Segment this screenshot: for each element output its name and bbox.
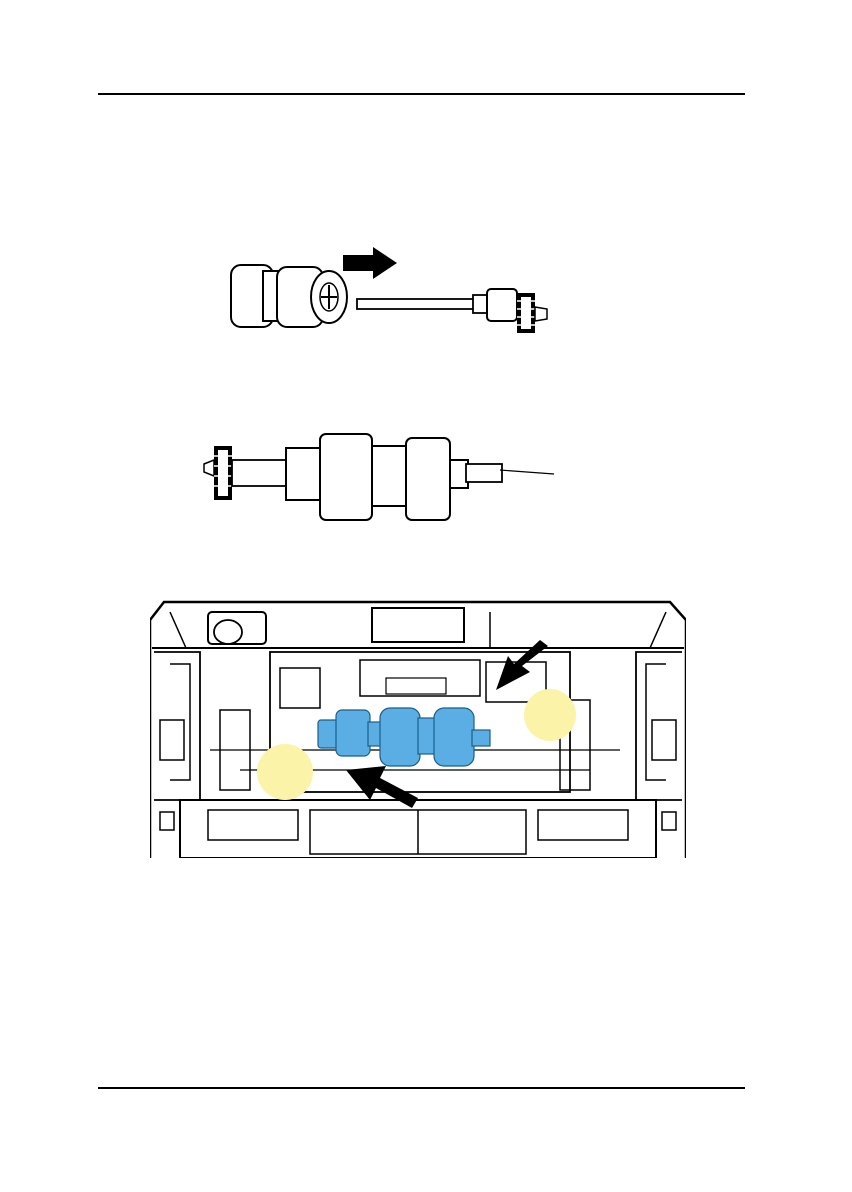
roller-removal-illustration [225, 245, 560, 335]
roller-tyre-2 [406, 438, 450, 520]
scanner-install-figure [150, 600, 686, 858]
roller-removal-figure [225, 245, 560, 335]
roller-assembly-highlight [318, 708, 490, 766]
shaft [357, 299, 477, 309]
roller-tyre-1 [320, 434, 372, 520]
roller-assembled-figure [200, 430, 560, 525]
shaft [232, 460, 288, 486]
leader-line [500, 470, 554, 474]
marker-circle-left [257, 744, 313, 800]
footer-rule [98, 1087, 745, 1089]
marker-circle-right [524, 689, 576, 741]
scanner-top-latch [372, 608, 464, 642]
arrow-right-icon [343, 247, 397, 279]
roller-assembled-illustration [200, 430, 560, 525]
header-rule [98, 93, 745, 95]
scanner-install-illustration [150, 600, 686, 858]
arrow-left-icon [346, 766, 418, 808]
